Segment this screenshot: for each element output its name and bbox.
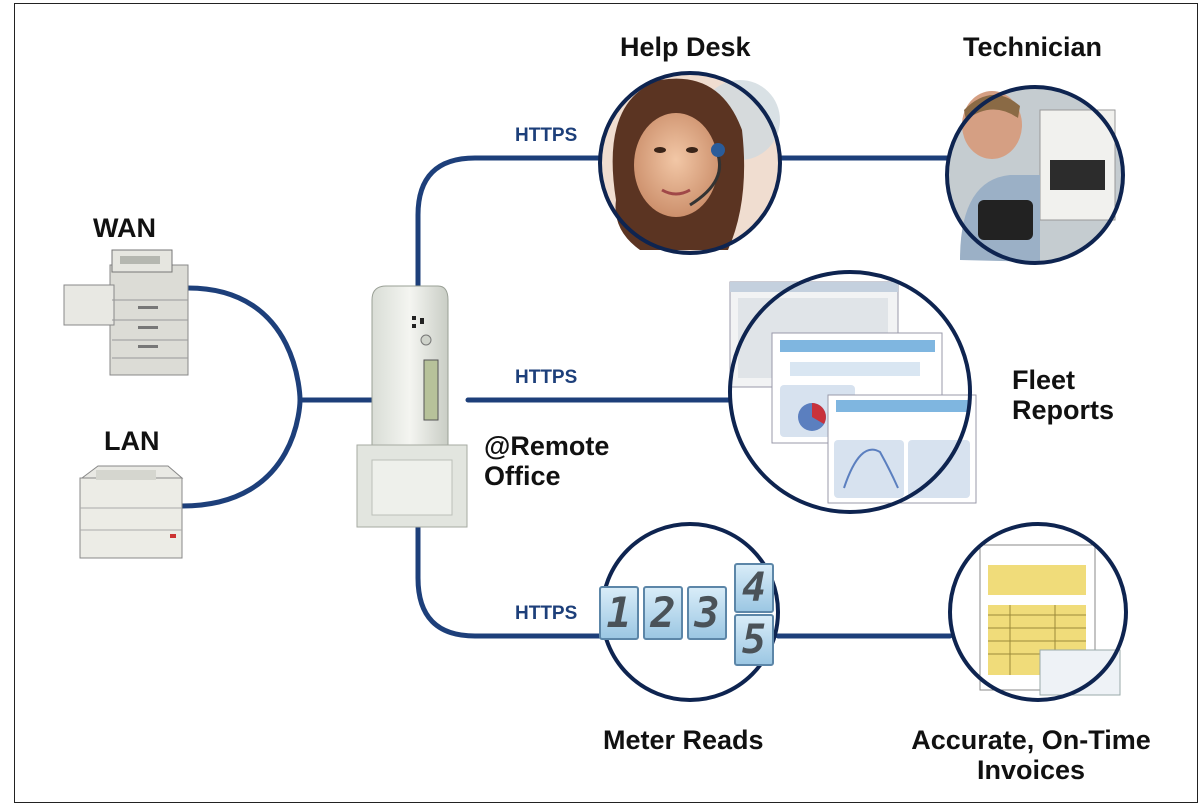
invoices-label-line1: Accurate, On-Time xyxy=(911,725,1151,755)
meter-digit-2: 2 xyxy=(643,586,683,640)
invoices-circle xyxy=(948,522,1128,702)
technician-label: Technician xyxy=(963,32,1103,62)
fleet-reports-label-line1: Fleet xyxy=(1012,365,1076,395)
meter-digit-5: 5 xyxy=(734,614,774,666)
https-mid-label: HTTPS xyxy=(515,367,578,388)
lan-label: LAN xyxy=(104,426,160,456)
wan-copier-image xyxy=(63,249,189,376)
lan-printer-image xyxy=(79,465,184,559)
meter-digit-4: 4 xyxy=(734,563,774,613)
remote-to-meter-link xyxy=(415,522,603,639)
remote-office-label-line1: @Remote xyxy=(484,431,610,461)
invoices-label-line2: Invoices xyxy=(976,755,1086,785)
technician-circle xyxy=(945,85,1125,265)
remote-office-label-line2: Office xyxy=(484,461,561,491)
remote-to-helpdesk-link xyxy=(415,155,605,293)
help-desk-circle xyxy=(598,71,782,255)
connection-lines xyxy=(179,155,953,639)
fleet-reports-label-line2: Reports xyxy=(1012,395,1115,425)
wan-label: WAN xyxy=(93,213,156,243)
wan-link xyxy=(185,285,303,403)
https-top-label: HTTPS xyxy=(515,125,578,146)
meter-digit-1: 1 xyxy=(599,586,639,640)
meter-reads-label: Meter Reads xyxy=(603,725,764,755)
fleet-reports-circle xyxy=(728,270,977,514)
remote-office-device-image xyxy=(356,285,468,528)
lan-link xyxy=(179,397,303,509)
meter-digit-3: 3 xyxy=(687,586,727,640)
help-desk-label: Help Desk xyxy=(620,32,751,62)
https-bottom-label: HTTPS xyxy=(515,603,578,624)
